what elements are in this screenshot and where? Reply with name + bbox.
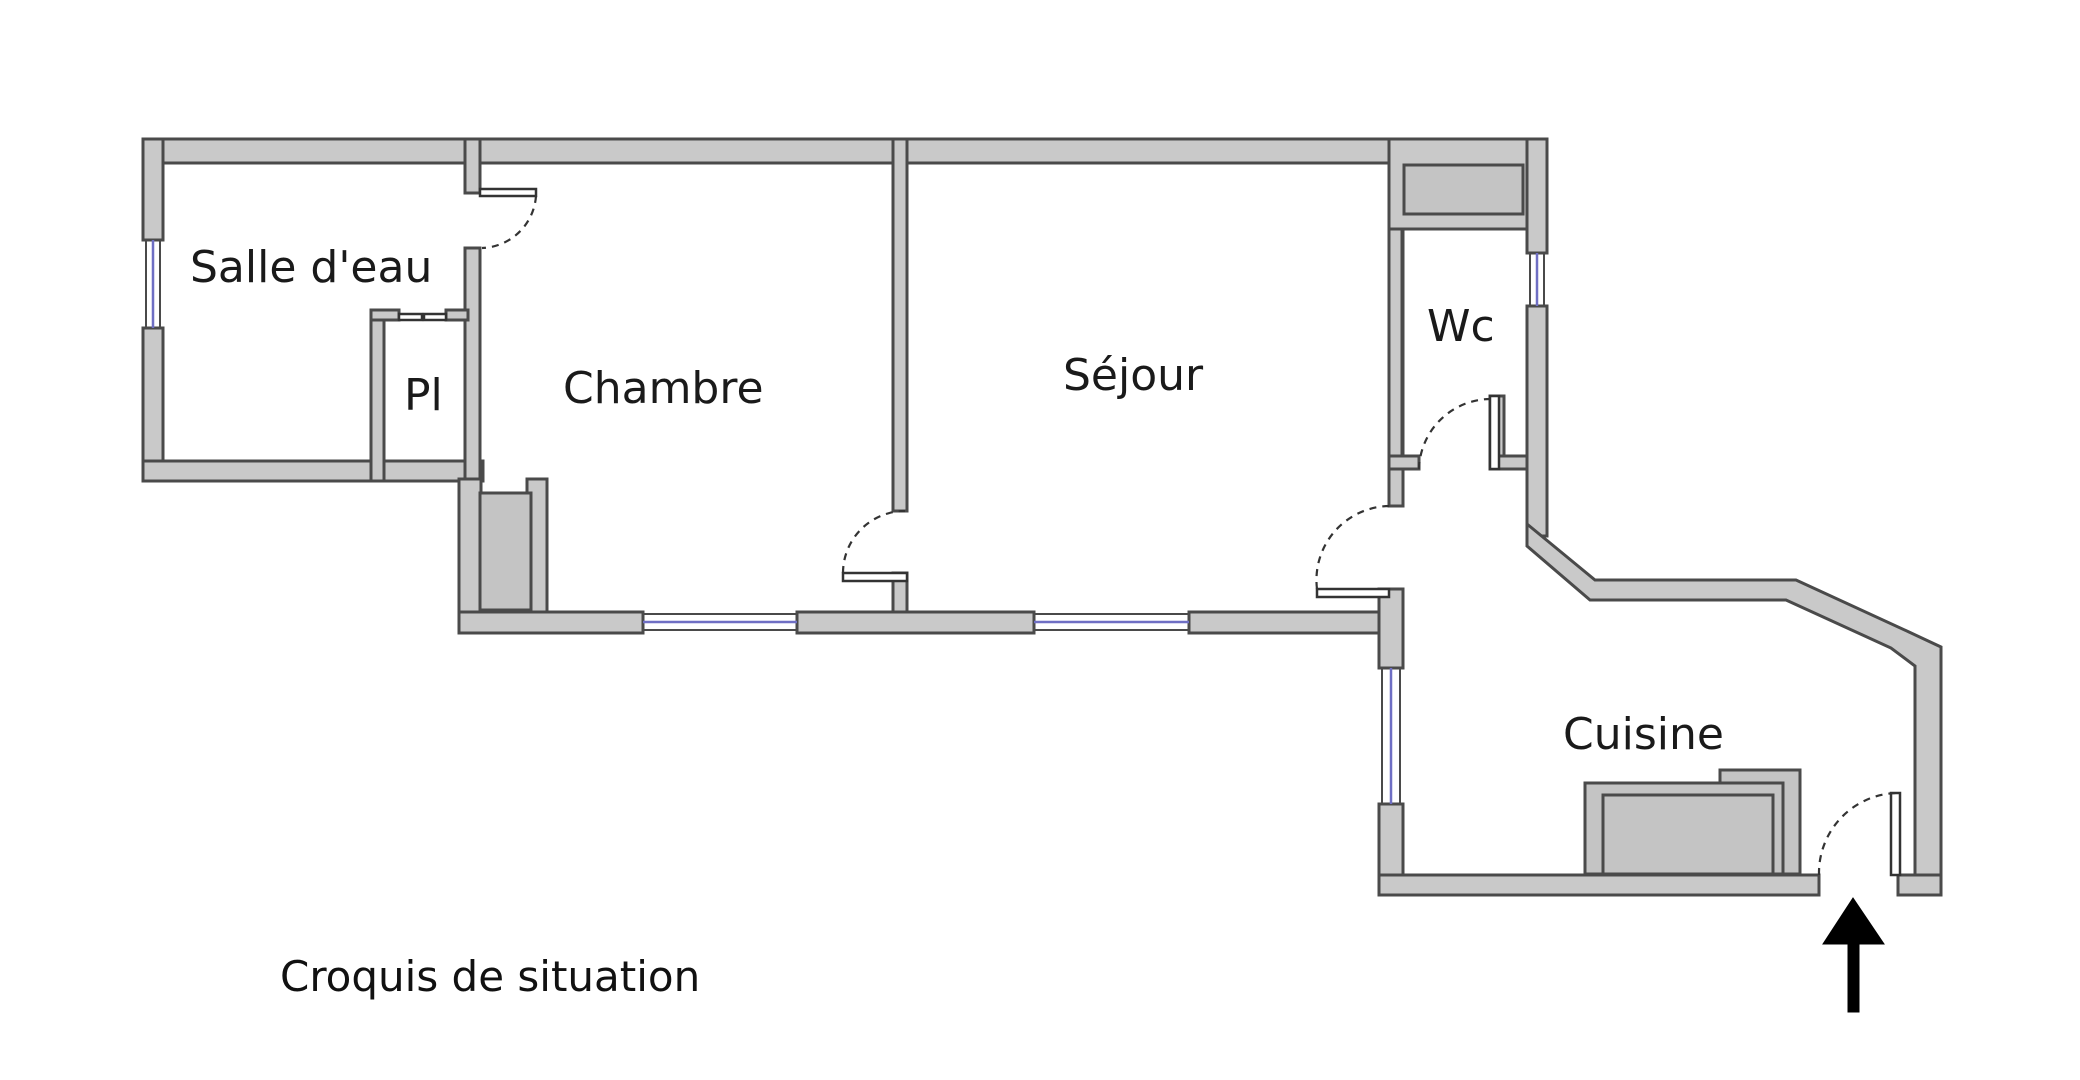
label-salle-d-eau: Salle d'eau: [190, 242, 432, 293]
doors: [397, 187, 1902, 877]
door-bathroom: [478, 187, 538, 250]
door-sejour: [1315, 504, 1392, 599]
label-placard: Pl: [404, 370, 443, 421]
wall-bathroom-chambre-upper: [463, 137, 482, 195]
wall-placard-left: [369, 308, 386, 483]
fixtures: [478, 163, 1802, 876]
wall-right-upper: [1525, 137, 1549, 255]
wall-placard-top-right: [444, 308, 470, 322]
label-chambre: Chambre: [563, 363, 764, 414]
wall-kitchen-bottom: [1377, 873, 1821, 897]
wall-bathroom-bottom: [141, 459, 485, 483]
arrow-up-icon: [1822, 897, 1885, 1013]
kitchen-unit: [1718, 768, 1802, 876]
niche-top-right: [1402, 163, 1525, 216]
wall-right-middle: [1525, 304, 1549, 538]
caption: Croquis de situation: [280, 952, 700, 1001]
wall-entrance-jamb: [1896, 873, 1943, 897]
wall-chambre-sejour-upper: [891, 137, 909, 513]
wall-top: [141, 137, 1549, 165]
kitchen-counter-inner: [1601, 793, 1775, 876]
wall-closet-left: [457, 477, 483, 634]
door-chambre: [841, 509, 909, 583]
wall-wc-left: [1387, 227, 1404, 471]
door-entrance: [1817, 791, 1902, 877]
wall-bottom-3: [1187, 610, 1400, 635]
room-labels: Salle d'eau Pl Chambre Séjour Wc Cuisine: [190, 242, 1724, 760]
wall-bottom-1: [457, 610, 645, 635]
wall-bathroom-chambre-lower: [463, 246, 482, 483]
label-wc: Wc: [1427, 301, 1495, 352]
door-placard: [397, 312, 448, 322]
window-wc: [1529, 253, 1545, 306]
window-chambre: [643, 613, 797, 631]
wall-kitchen-left-upper: [1377, 587, 1405, 670]
windows: [145, 240, 1545, 804]
door-wc: [1417, 394, 1501, 471]
label-sejour: Séjour: [1063, 350, 1204, 401]
wall-left-upper: [141, 137, 165, 242]
wall-wc-bottom-left: [1387, 454, 1421, 471]
window-kitchen: [1381, 668, 1401, 804]
closet-storage: [478, 491, 533, 612]
window-bathroom: [145, 240, 161, 328]
wall-left-lower: [141, 326, 165, 483]
window-sejour: [1034, 613, 1189, 631]
wall-placard-top-left: [369, 308, 401, 322]
label-cuisine: Cuisine: [1563, 709, 1724, 760]
wall-bottom-2: [795, 610, 1036, 635]
